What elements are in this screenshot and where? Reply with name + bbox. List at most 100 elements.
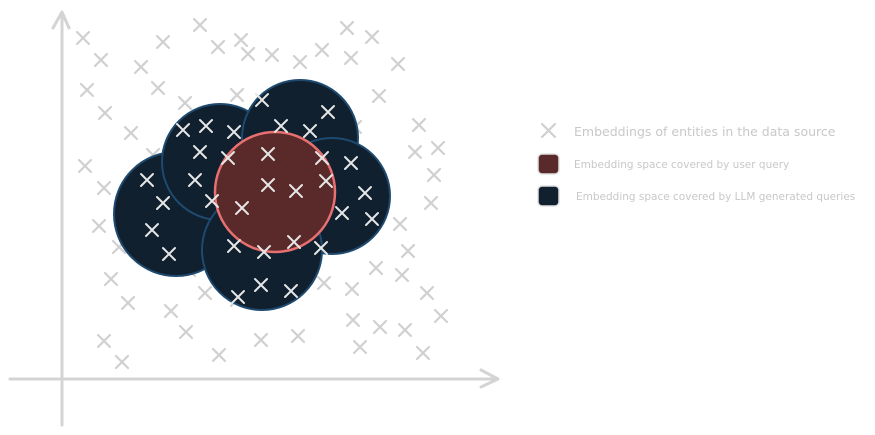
cross-mark-icon [344,281,360,297]
cross-mark-icon [335,206,349,220]
cross-mark-icon [176,123,190,137]
cross-mark-icon [123,125,139,141]
cross-mark-icon [229,87,245,103]
cross-mark-icon [75,30,91,46]
cross-mark-icon [235,201,249,215]
cross-mark-icon [261,147,275,161]
user-query-region [213,130,337,254]
cross-mark-icon [178,324,194,340]
cross-mark-icon [97,105,113,121]
cross-mark-icon [345,312,361,328]
cross-mark-icon [344,156,358,170]
cross-mark-icon [411,117,427,133]
cross-mark-icon [227,125,241,139]
cross-mark-icon [419,285,435,301]
cross-mark-icon [155,34,171,50]
cross-mark-icon [430,140,446,156]
cross-mark-icon [415,345,431,361]
legend-item-entities: Embeddings of entities in the data sourc… [536,118,866,152]
legend-item-llm-queries: Embedding space covered by LLM generated… [536,184,866,218]
cross-mark-icon [177,95,193,111]
cross-mark-icon [133,59,149,75]
cross-mark-icon [352,339,368,355]
cross-mark-icon [227,239,241,253]
cross-mark-icon [358,186,372,200]
cross-mark-icon [284,284,298,298]
red-square-icon [537,153,560,175]
cross-mark-icon [193,145,207,159]
legend-label-entities: Embeddings of entities in the data sourc… [574,124,836,139]
cross-mark-icon [397,322,413,338]
cross-mark-icon [205,194,219,208]
entity-embeddings [75,17,449,370]
cross-mark-icon [150,80,166,96]
cross-mark-icon [188,173,202,187]
cross-mark-icon [319,174,333,188]
cross-mark-icon [210,39,226,55]
cross-mark-icon [114,354,130,370]
cross-mark-icon [197,285,213,301]
cross-mark-icon [79,82,95,98]
cross-mark-icon [261,178,275,192]
cross-mark-icon [303,124,317,138]
cross-mark-icon [93,52,109,68]
cross-mark-icon [221,151,235,165]
cross-mark-icon [257,245,271,259]
cross-mark-icon [290,328,306,344]
cross-mark-icon [156,196,170,210]
cross-mark-icon [233,32,249,48]
legend-item-user-query: Embedding space covered by user query [536,152,866,186]
cross-mark-icon [231,290,245,304]
cross-mark-icon [390,56,406,72]
cross-mark-icon [371,88,387,104]
cross-mark-icon [339,20,355,36]
cross-mark-icon [423,195,439,211]
cross-mark-icon [192,17,208,33]
cross-mark-icon [96,180,112,196]
cross-mark-icon [368,260,384,276]
cross-mark-icon [372,319,388,335]
cross-mark-icon [91,218,107,234]
cross-mark-icon [394,267,410,283]
cross-mark-icon [163,303,179,319]
cross-mark-icon [145,223,159,237]
axes [8,10,500,427]
legend: Embeddings of entities in the data sourc… [536,118,866,220]
cross-mark-icon [343,50,359,66]
cross-mark-icon [365,212,379,226]
cross-mark-icon [77,158,93,174]
cross-mark-icon [211,347,227,363]
cross-mark-icon [316,275,332,291]
cross-mark-icon [287,235,301,249]
legend-label-user-query: Embedding space covered by user query [574,159,790,171]
legend-label-llm-queries: Embedding space covered by LLM generated… [576,191,856,203]
cross-mark-icon [240,46,256,62]
cross-mark-icon [140,173,154,187]
cross-mark-icon [314,42,330,58]
cross-mark-icon [433,308,449,324]
cross-mark-icon [253,332,269,348]
cross-mark-icon [315,151,329,165]
cross-mark-icon [254,278,268,292]
cross-mark-icon [274,119,288,133]
cross-mark-icon [120,295,136,311]
cross-mark-icon [314,241,328,255]
cross-mark-icon [400,243,416,259]
entity-embeddings-in-query-space [140,93,379,304]
dark-square-icon [537,185,560,207]
cross-mark-icon [292,54,308,70]
cross-mark-icon [264,47,280,63]
cross-mark-icon [162,247,176,261]
cross-mark-icon [407,144,423,160]
cross-mark-icon [96,333,112,349]
x-axis-arrowhead [479,368,500,389]
cross-mark-icon [364,29,380,45]
cross-mark-icon [321,105,335,119]
cross-mark-icon [103,271,119,287]
cross-mark-icon [289,184,303,198]
cross-mark-icon [199,119,213,133]
cross-mark-icon [392,216,408,232]
cross-mark-icon [255,93,269,107]
y-axis-arrowhead [51,10,71,30]
